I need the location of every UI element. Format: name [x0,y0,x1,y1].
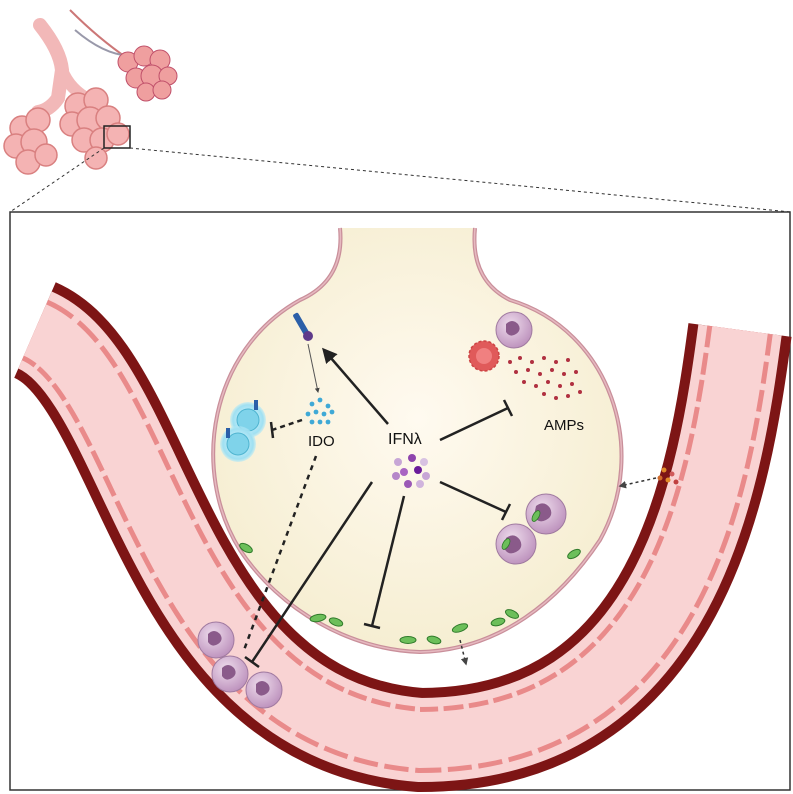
blood-vessel [10,282,792,793]
neutrophil-icon [495,311,533,349]
ifn-inhibit-neutrophil-migration [244,481,374,669]
lung-alveoli-icon [3,9,178,175]
amps-label: AMPs [544,417,584,434]
ifn-lambda-label: IFNλ [388,431,422,448]
neutrophil-icon [495,493,567,565]
receptor-icon [293,312,313,341]
ido-molecules [305,397,335,425]
t-cell-icon [220,400,266,462]
receptor-to-ido-arrow [307,343,320,393]
zoom-guide-line [9,147,105,213]
neutrophil-icon [197,621,283,709]
particle-arrow [618,477,657,489]
ifn-inhibit-amps [439,399,514,442]
ifn-inhibit-epithelium [363,495,406,630]
macrophage-icon [468,340,500,372]
ifn-lambda-molecules [392,454,430,488]
bacteria-icon [239,542,581,645]
ido-dashed-path [242,455,318,651]
cytokine-particles [657,467,679,485]
ifn-activate-receptor-arrow [322,347,389,425]
zoom-guide-line [129,147,792,213]
ifn-inhibit-neutrophils [439,480,512,521]
ido-label: IDO [308,433,335,450]
bacteria-translocation-arrow [459,639,469,666]
amp-molecules [508,356,582,400]
